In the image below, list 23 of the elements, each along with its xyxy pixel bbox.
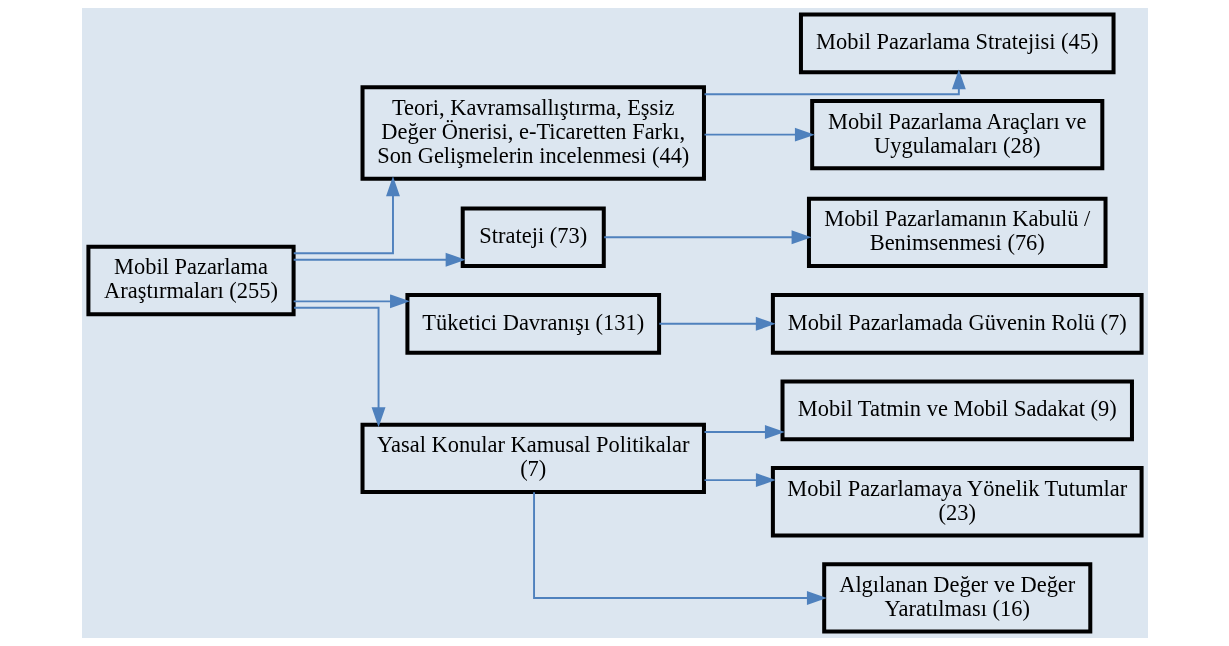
arrow bbox=[292, 294, 410, 309]
node-box: Tüketici Davranışı (131) bbox=[404, 292, 661, 355]
arrow bbox=[292, 176, 400, 255]
arrow bbox=[532, 491, 827, 605]
node-box: Mobil Pazarlama Stratejisi (45) bbox=[798, 12, 1116, 75]
node-box: Mobil Pazarlama Araçları ve Uygulamaları (28) bbox=[809, 98, 1104, 171]
node-box: Yasal Konular Kamusal Politikalar (7) bbox=[360, 422, 706, 495]
arrow bbox=[602, 230, 811, 245]
arrow bbox=[292, 252, 466, 267]
node-box: Teori, Kavramsallıştırma, Eşsiz Değer Önerisi, e-Ticaretten Farkı, Son Gelişmelerin incelenmesi (44) bbox=[360, 85, 706, 181]
node-box: Strateji (73) bbox=[460, 206, 606, 269]
node-box: Algılanan Değer ve Değer Yaratılması (16) bbox=[821, 562, 1092, 634]
node-box: Mobil Pazarlamanın Kabulü / Benimsenmesi (76) bbox=[806, 196, 1108, 269]
node-box: Mobil Pazarlamaya Yönelik Tutumlar (23) bbox=[770, 466, 1144, 538]
arrow bbox=[703, 69, 966, 96]
node-box: Mobil Pazarlama Araştırmaları (255) bbox=[85, 244, 296, 317]
arrow bbox=[657, 316, 776, 331]
node-box: Mobil Pazarlamada Güvenin Rolü (7) bbox=[770, 292, 1144, 355]
arrow bbox=[703, 425, 785, 439]
arrow bbox=[703, 473, 776, 488]
arrow bbox=[703, 127, 815, 142]
arrow bbox=[292, 306, 386, 428]
node-box: Mobil Tatmin ve Mobil Sadakat (9) bbox=[780, 379, 1134, 442]
